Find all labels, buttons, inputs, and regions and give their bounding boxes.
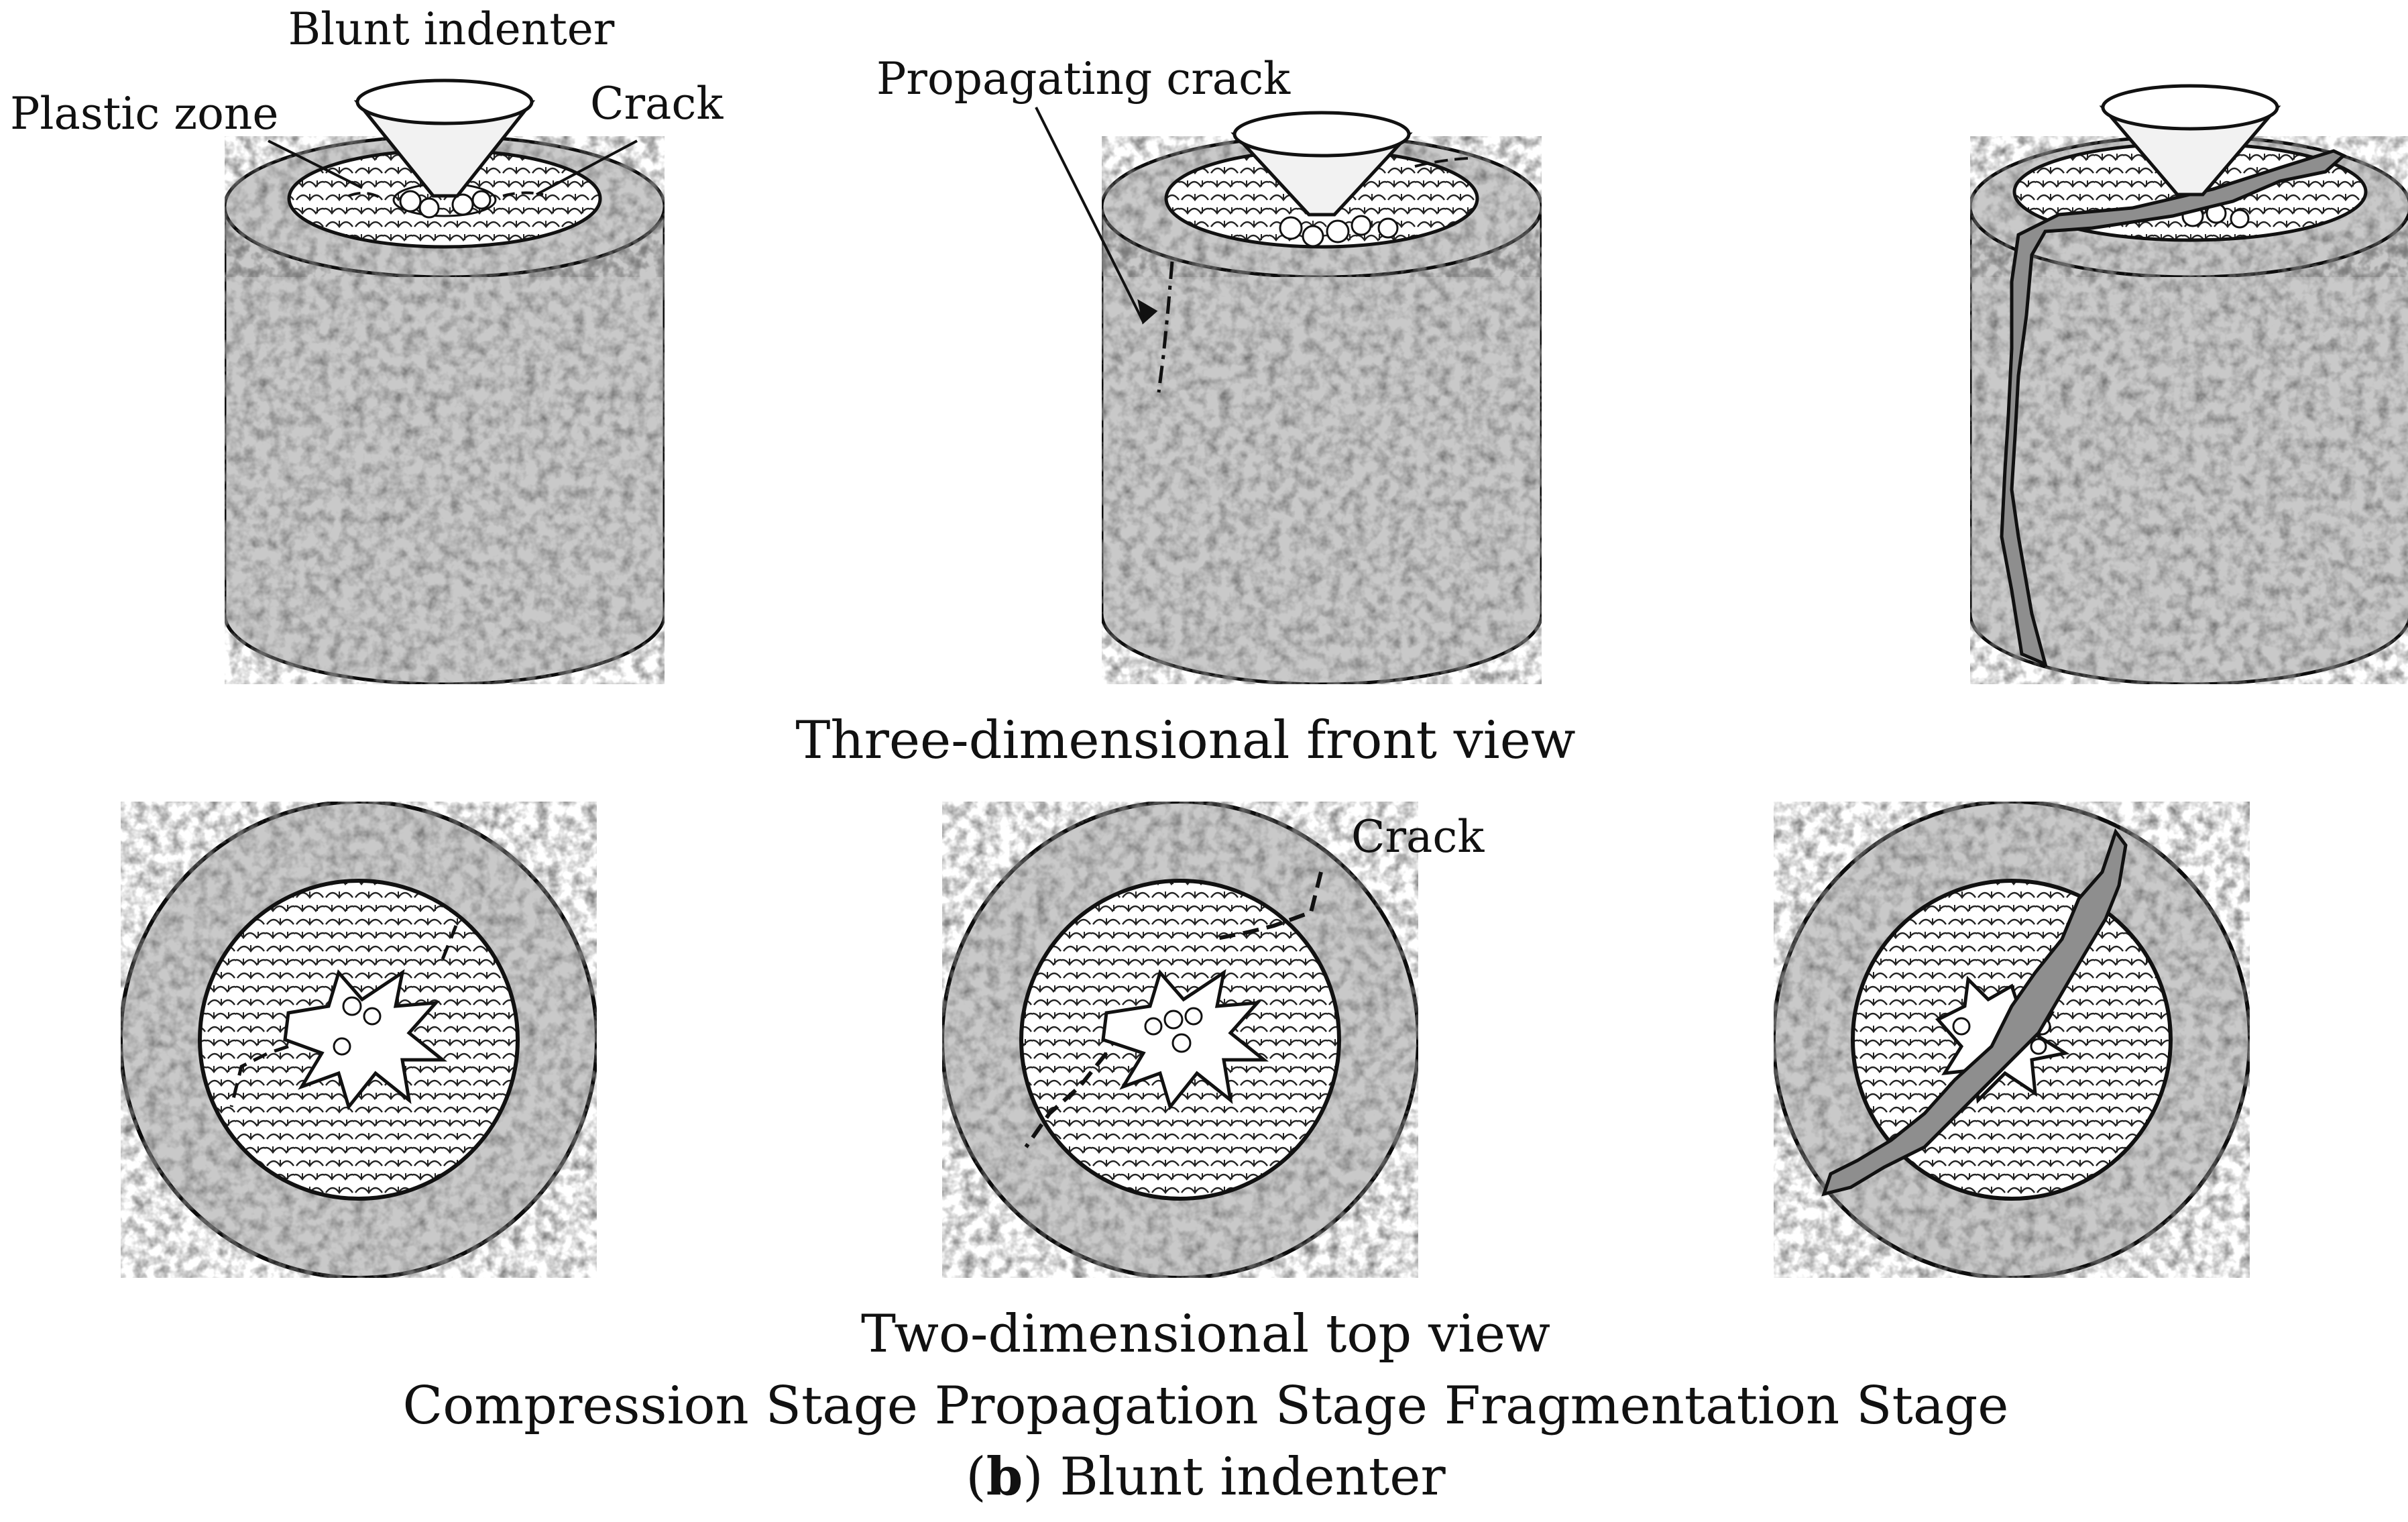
blunt-indenter-label: Blunt indenter: [288, 3, 615, 55]
indenter-icon: [353, 78, 536, 198]
propagating-crack-label: Propagating crack: [876, 53, 1291, 105]
plastic-zone-leader: [268, 140, 363, 189]
crack-topview-label: Crack: [1351, 811, 1485, 863]
fragmentation-crack: [1821, 828, 2128, 1197]
propagating-crack-leader: [1035, 107, 1145, 323]
crushed-particles: [1279, 215, 1399, 248]
plastic-zone-label: Plastic zone: [10, 88, 278, 140]
top-view-caption: Two-dimensional top view: [861, 1304, 1550, 1364]
fragmentation-crack: [2000, 149, 2347, 667]
crushed-particles: [399, 190, 492, 219]
topview-propagation: [940, 800, 1420, 1280]
cylinder-fragmentation: [1968, 84, 2408, 686]
crack-leader: [536, 140, 638, 196]
front-view-caption: Three-dimensional front view: [795, 710, 1575, 771]
starburst-icon: [283, 969, 448, 1111]
topview-fragmentation: [1772, 800, 2252, 1280]
figure-caption: (b) Blunt indenter: [966, 1446, 1446, 1507]
cylinder-compression: [223, 78, 667, 686]
crack-dashed: [1024, 871, 1323, 1148]
cylinder-propagation: [1100, 111, 1544, 686]
indenter-icon: [1230, 111, 1413, 217]
propagating-crack-line: [1157, 261, 1174, 393]
topview-compression: [119, 800, 599, 1280]
indenter-icon: [2099, 84, 2281, 197]
crack-label: Crack: [590, 78, 724, 129]
stages-caption: Compression Stage Propagation Stage Frag…: [403, 1376, 2009, 1436]
leader-lines: [268, 107, 1158, 325]
